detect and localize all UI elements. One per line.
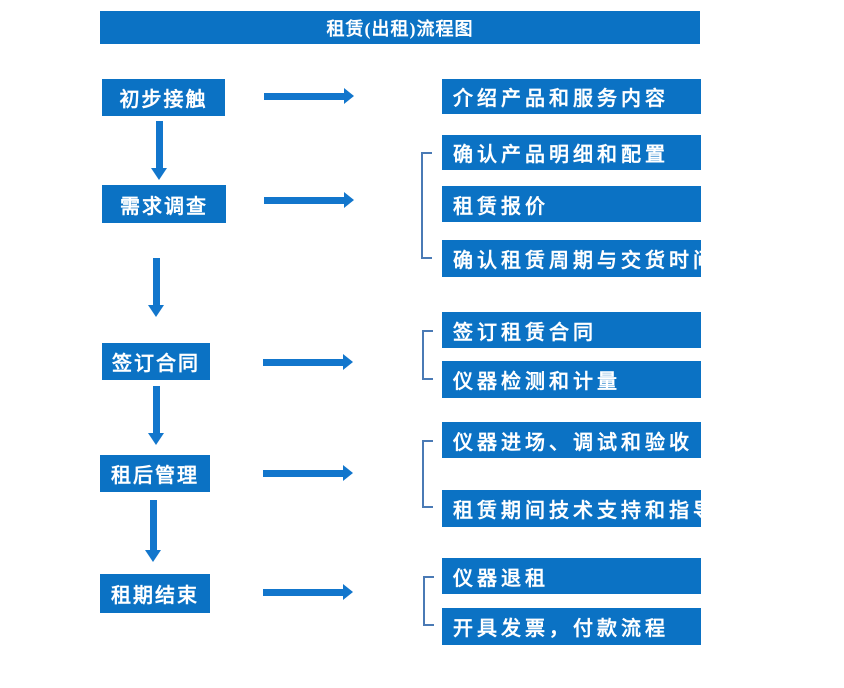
group-bracket [423,576,434,626]
detail-box-confirm-product-details-config: 确认产品明细和配置 [442,135,701,170]
detail-box-instrument-return: 仪器退租 [442,558,701,594]
right-arrow-icon [263,465,353,481]
detail-box-technical-support-guidance: 租赁期间技术支持和指导 [442,490,713,527]
detail-box-rental-quotation: 租赁报价 [442,186,701,222]
detail-box-invoice-payment-process: 开具发票，付款流程 [442,608,701,645]
down-arrow-icon [145,500,162,562]
detail-box-confirm-rental-period-delivery: 确认租赁周期与交货时间 [442,240,713,277]
stage-box-initial-contact: 初步接触 [102,79,225,116]
group-bracket [422,440,433,508]
right-arrow-icon [263,584,353,600]
right-arrow-icon [263,354,353,370]
right-arrow-icon [264,192,354,208]
group-bracket [421,152,432,259]
diagram-title: 租赁(出租)流程图 [100,11,700,44]
stage-box-needs-survey: 需求调查 [102,185,226,223]
stage-box-rental-end: 租期结束 [100,574,210,613]
detail-box-sign-rental-contract: 签订租赁合同 [442,312,701,348]
down-arrow-icon [148,386,165,445]
stage-box-sign-contract: 签订合同 [102,343,210,380]
detail-box-introduce-products-services: 介绍产品和服务内容 [442,79,701,114]
right-arrow-icon [264,88,354,104]
stage-box-post-rental-management: 租后管理 [100,455,210,492]
down-arrow-icon [148,258,165,317]
group-bracket [422,330,433,380]
down-arrow-icon [151,121,168,180]
detail-box-instrument-inspection-calibration: 仪器检测和计量 [442,361,701,398]
detail-box-instrument-arrival-debug-acceptance: 仪器进场、调试和验收 [442,422,701,458]
